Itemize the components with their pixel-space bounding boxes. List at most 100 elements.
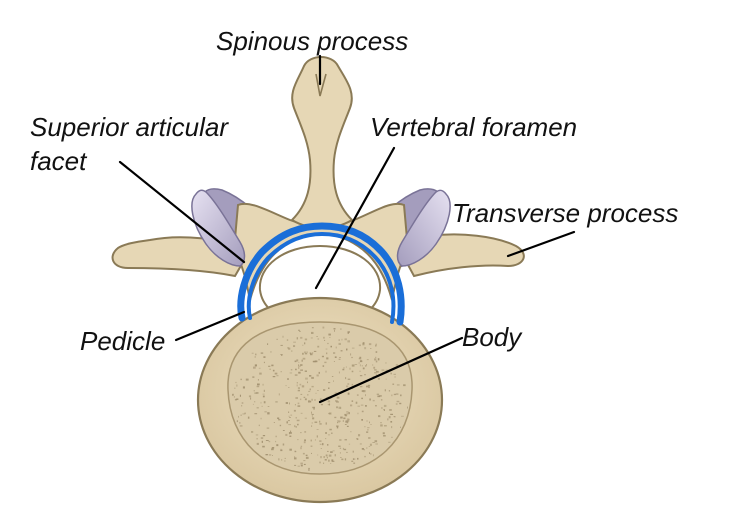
speckle [362,343,365,346]
speckle [325,454,328,457]
speckle [368,446,371,447]
speckle [311,415,313,417]
speckle [314,399,316,401]
speckle [324,459,327,461]
speckle [295,368,297,371]
speckle [359,364,361,367]
speckle [298,329,300,331]
speckle [256,385,260,388]
speckle [273,422,275,423]
speckle [339,357,341,358]
speckle [254,413,258,415]
speckle [313,408,315,410]
speckle [286,339,289,341]
speckle [336,426,339,429]
speckle [309,388,311,391]
speckle [361,448,364,450]
speckle [338,421,340,423]
speckle [362,390,366,393]
speckle [331,432,333,434]
speckle [293,409,296,412]
speckle [300,447,302,450]
speckle [362,367,365,370]
speckle [258,367,261,369]
speckle [276,444,279,447]
speckle [272,455,273,456]
speckle [377,377,380,380]
speckle [238,415,239,418]
speckle [302,344,304,346]
speckle [314,439,316,441]
speckle [391,426,393,429]
speckle [335,400,338,402]
speckle [258,424,260,427]
speckle [325,370,327,373]
speckle [287,347,289,349]
speckle [347,383,350,385]
speckle [272,376,276,378]
speckle [351,356,353,359]
speckle [363,449,365,451]
speckle [384,425,387,427]
speckle [324,361,327,364]
speckle [351,460,354,462]
speckle [340,350,343,352]
speckle [338,342,341,345]
speckle [279,424,282,427]
speckle [267,406,270,407]
speckle [365,365,367,367]
speckle [285,433,288,436]
speckle [344,424,347,425]
speckle [268,440,271,443]
speckle [253,366,256,369]
speckle [369,398,371,401]
speckle [262,445,265,448]
speckle [251,352,254,354]
speckle [289,372,293,374]
speckle [281,459,283,461]
speckle [304,370,307,372]
speckle [263,361,265,364]
speckle [284,457,286,459]
speckle [374,440,378,443]
speckle [300,412,303,414]
speckle [369,443,372,446]
speckle [348,419,350,421]
speckle [340,416,343,419]
vertebral-foramen-leader [314,146,396,290]
speckle [319,398,322,401]
speckle [330,451,333,453]
speckle [366,447,368,449]
speckle [296,382,298,384]
speckle [347,331,350,333]
speckle [311,452,312,454]
speckle [364,455,366,458]
speckle [282,443,285,446]
vertebral-body-cancellous [227,321,413,475]
speckle [361,419,363,421]
speckle [277,417,280,419]
speckle [367,384,371,387]
speckle [316,429,319,430]
speckle [400,426,401,428]
speckle [368,437,371,439]
speckle [369,452,370,454]
speckle [241,405,243,407]
speckle [338,371,340,374]
speckle [253,390,255,392]
speckle [375,351,378,353]
speckle [336,401,339,403]
speckle [362,342,365,344]
speckle [357,412,359,415]
speckle [296,337,298,340]
speckle [262,395,265,398]
label-superior-articular-facet-line2: facet [30,146,88,176]
speckle [308,468,310,471]
speckle [366,385,369,388]
speckle [240,378,242,381]
speckle [347,331,349,334]
speckle [376,393,380,395]
speckle [304,431,307,433]
speckle [299,398,302,401]
speckle [294,457,297,460]
